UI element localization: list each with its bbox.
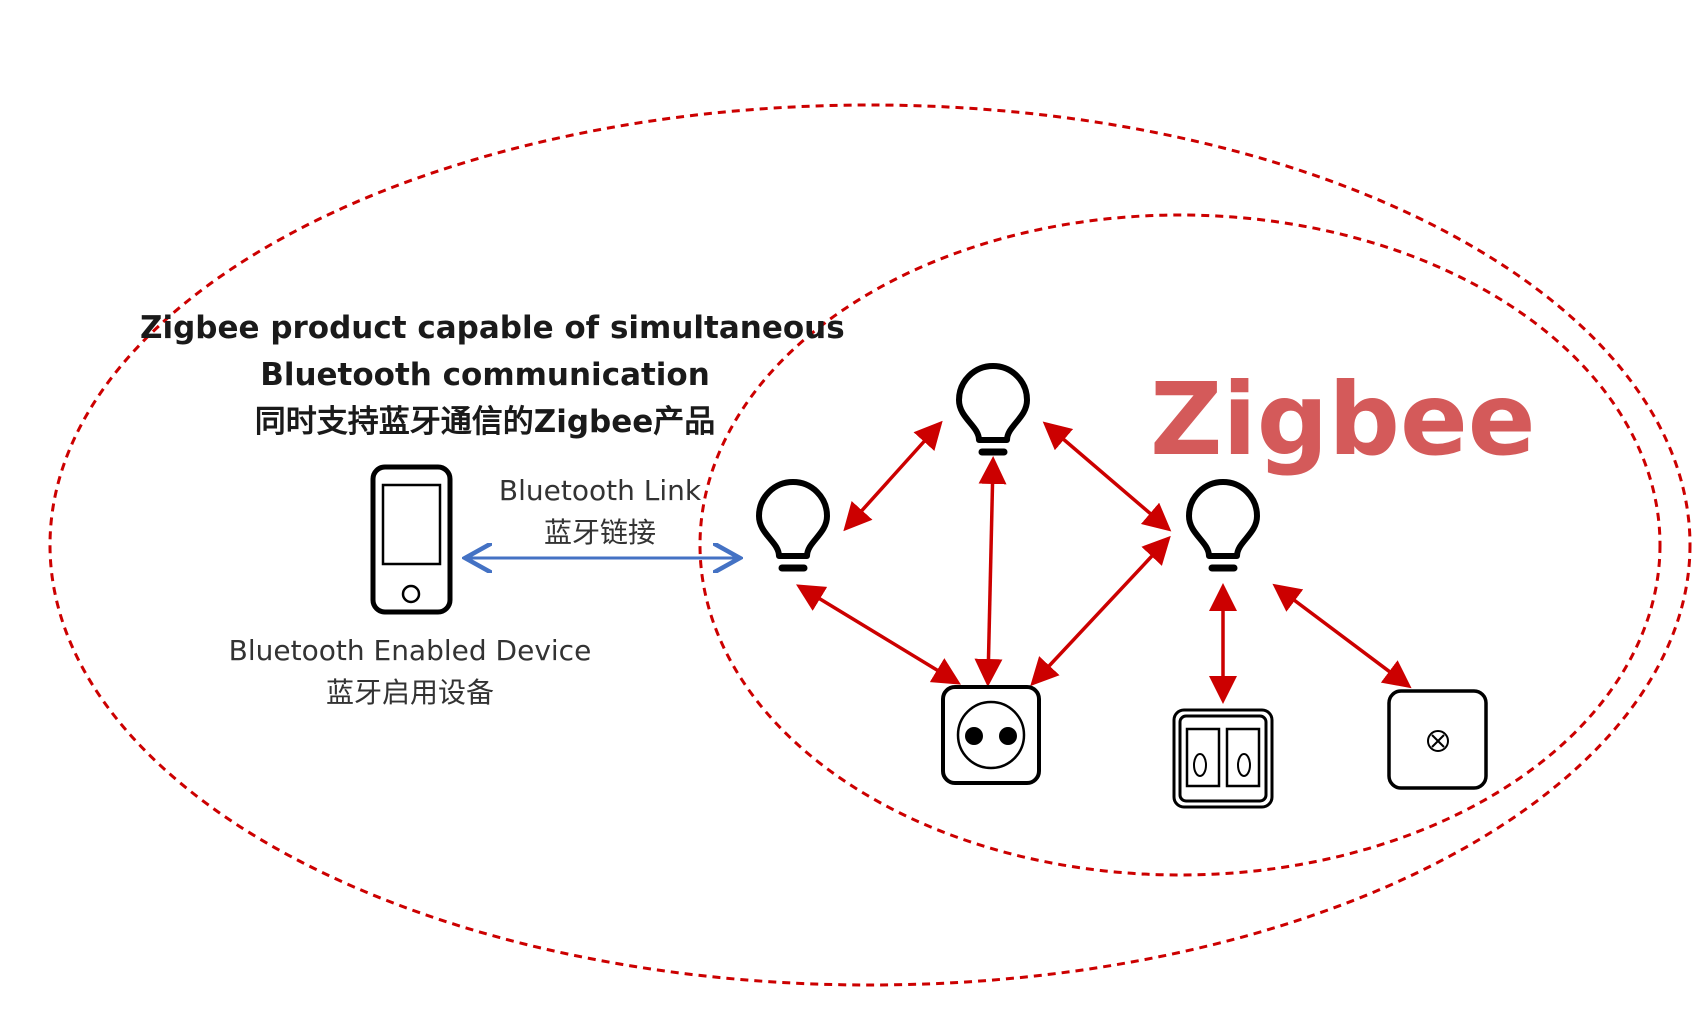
- zigbee-connections: [796, 420, 1412, 704]
- bluetooth-zigbee-boundary: [48, 103, 1692, 987]
- bluetooth-link-label-zh: 蓝牙链接: [543, 516, 656, 549]
- bluetooth-device-label-en: Bluetooth Enabled Device: [228, 634, 592, 667]
- zigbee-label: Zigbee: [1150, 361, 1536, 478]
- bluetooth-device-label-zh: 蓝牙启用设备: [325, 676, 494, 709]
- bluetooth-link-label-en: Bluetooth Link: [498, 474, 702, 507]
- link-bulb-left-outlet: [796, 584, 961, 685]
- link-bulb-top-outlet: [974, 456, 1007, 687]
- diagram-title: Zigbee product capable of simultaneous B…: [140, 305, 845, 446]
- light-bulb-icon: [1189, 482, 1257, 568]
- bluetooth-device-label: Bluetooth Enabled Device 蓝牙启用设备: [220, 630, 600, 714]
- light-bulb-icon: [759, 482, 827, 568]
- link-bulb-right-sensor: [1272, 583, 1412, 689]
- bluetooth-link-label: Bluetooth Link 蓝牙链接: [465, 470, 735, 554]
- title-line-1: Zigbee product capable of simultaneous: [140, 310, 845, 346]
- light-bulb-icon: [959, 366, 1027, 452]
- wall-switch-icon: [1172, 708, 1274, 809]
- link-bulb-top-bulb-right: [1042, 421, 1172, 532]
- sensor-icon: [1387, 689, 1488, 790]
- title-line-3: 同时支持蓝牙通信的Zigbee产品: [254, 404, 716, 440]
- title-line-2: Bluetooth communication: [260, 357, 710, 393]
- phone-icon: [370, 464, 453, 615]
- power-outlet-icon: [941, 685, 1041, 785]
- link-bulb-right-outlet: [1030, 535, 1171, 687]
- zigbee-network-boundary: [698, 213, 1662, 877]
- link-bulb-left-bulb-top: [843, 420, 943, 532]
